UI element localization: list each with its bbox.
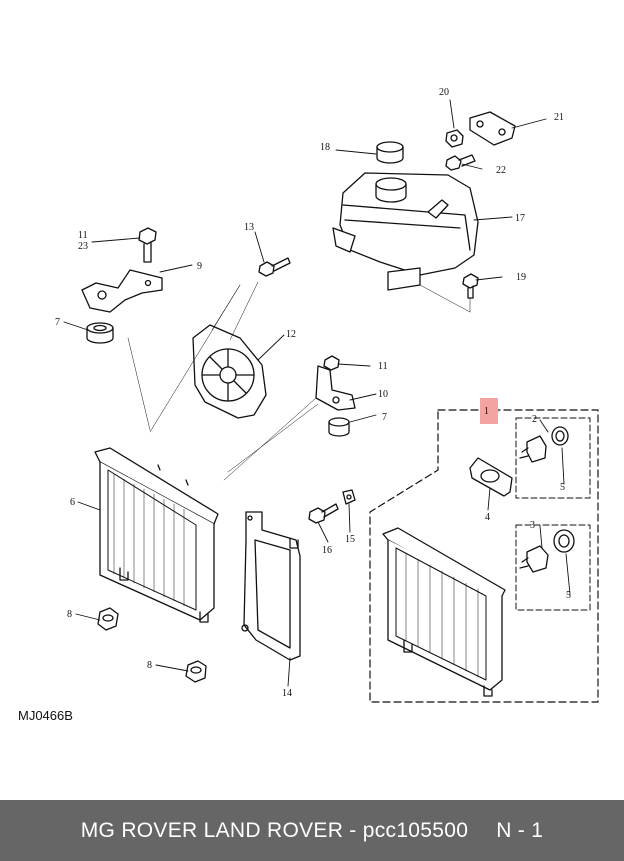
sub-box-2 — [515, 417, 591, 499]
nut-8-upper — [97, 607, 119, 631]
callout-10: 10 — [378, 389, 388, 400]
bolt-11 — [138, 227, 157, 263]
leader-lines — [63, 99, 571, 687]
callout-4: 4 — [485, 512, 490, 523]
callout-3: 3 — [530, 520, 535, 531]
sensor-2 — [519, 426, 569, 463]
mount-7-lower — [328, 417, 350, 437]
callout-12: 12 — [286, 329, 296, 340]
bracket-21 — [469, 111, 516, 146]
callout-14: 14 — [282, 688, 292, 699]
diagram-code: MJ0466B — [18, 708, 73, 723]
parts-diagram: 1 2 3 4 5 5 6 7 7 8 8 9 10 11 11 12 13 1… — [55, 87, 599, 703]
callout-22: 22 — [496, 165, 506, 176]
bolt-13 — [258, 257, 291, 277]
callout-2: 2 — [532, 414, 537, 425]
bolt-11-right — [323, 355, 340, 371]
expansion-tank — [332, 172, 479, 291]
cowl-frame — [241, 511, 301, 661]
gasket-4 — [469, 457, 513, 497]
footer-bar: MG ROVER LAND ROVER - pcc105500 N - 1 — [0, 800, 624, 861]
callout-18: 18 — [320, 142, 330, 153]
callout-11a: 11 — [78, 230, 88, 241]
mount-7-upper — [86, 322, 114, 344]
bolt-19 — [462, 273, 479, 299]
fan-cowl — [192, 324, 267, 419]
callout-20: 20 — [439, 87, 449, 98]
callout-9: 9 — [197, 261, 202, 272]
callout-7a: 7 — [55, 317, 60, 328]
sub-box-3 — [515, 524, 591, 611]
callout-7b: 7 — [382, 412, 387, 423]
callout-6: 6 — [70, 497, 75, 508]
callout-21: 21 — [554, 112, 564, 123]
callout-8a: 8 — [67, 609, 72, 620]
nut-8-lower — [185, 660, 207, 683]
callout-23: 23 — [78, 241, 88, 252]
bracket-9 — [81, 269, 163, 313]
footer-brand: MG ROVER LAND ROVER - pcc105500 — [80, 818, 469, 842]
bolt-16 — [308, 503, 339, 524]
bolt-22 — [445, 154, 476, 171]
bracket-10 — [315, 365, 356, 411]
callout-16: 16 — [322, 545, 332, 556]
callout-19: 19 — [516, 272, 526, 283]
callout-15: 15 — [345, 534, 355, 545]
sensor-3 — [519, 529, 575, 573]
kit-radiator — [382, 527, 506, 697]
callout-11b: 11 — [378, 361, 388, 372]
assembly-outline — [369, 409, 599, 703]
footer-page: N - 1 — [496, 818, 544, 842]
nut-20 — [445, 129, 464, 148]
expansion-tank-cap — [376, 141, 404, 164]
callout-13: 13 — [244, 222, 254, 233]
callout-5a: 5 — [560, 482, 565, 493]
callout-8b: 8 — [147, 660, 152, 671]
callout-1: 1 — [484, 406, 489, 417]
callout-17: 17 — [515, 213, 525, 224]
radiator — [94, 447, 219, 623]
clip-15 — [342, 489, 356, 505]
callout-1-highlight — [480, 398, 498, 424]
callout-5b: 5 — [566, 590, 571, 601]
